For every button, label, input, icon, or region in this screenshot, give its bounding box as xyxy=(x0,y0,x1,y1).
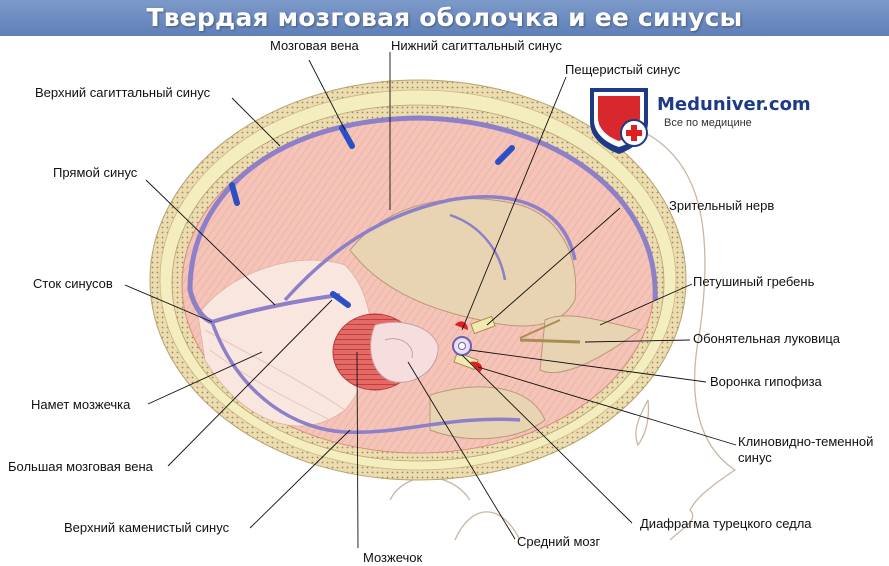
title-bar: Твердая мозговая оболочка и ее синусы xyxy=(0,0,889,36)
diagram-stage: Meduniver.com Все по медицине Мозговая в… xyxy=(0,36,889,566)
label-sphenoparietal-sinus: Клиновидно-теменной синус xyxy=(738,434,874,465)
superior-sagittal-sinus-path xyxy=(187,115,658,325)
label-cerebral-vein: Мозговая вена xyxy=(270,38,359,53)
label-cerebellum: Мозжечок xyxy=(363,550,423,565)
label-diaphragma-sellae: Диафрагма турецкого седла xyxy=(640,516,812,531)
label-crista-galli: Петушиный гребень xyxy=(693,274,815,289)
page-title: Твердая мозговая оболочка и ее синусы xyxy=(146,3,743,32)
label-great-cerebral-vein: Большая мозговая вена xyxy=(8,459,153,474)
logo-name: Meduniver.com xyxy=(657,94,811,115)
label-hypophysis-infundibulum: Воронка гипофиза xyxy=(710,374,822,389)
logo-tagline: Все по медицине xyxy=(664,117,752,129)
meduniver-logo xyxy=(590,88,648,154)
label-tentorium-cerebelli: Намет мозжечка xyxy=(31,397,131,412)
label-superior-sagittal-sinus: Верхний сагиттальный синус xyxy=(35,85,211,100)
dura-mater-illustration xyxy=(124,52,737,549)
label-superior-petrosal-sinus: Верхний каменистый синус xyxy=(64,520,230,535)
label-confluence-of-sinuses: Сток синусов xyxy=(33,276,113,291)
label-inferior-sagittal-sinus: Нижний сагиттальный синус xyxy=(391,38,562,53)
midbrain-shape xyxy=(370,321,439,383)
label-olfactory-bulb: Обонятельная луковица xyxy=(693,331,841,346)
label-cavernous-sinus: Пещеристый синус xyxy=(565,62,681,77)
cerebral-veins xyxy=(229,125,515,308)
label-optic-nerve: Зрительный нерв xyxy=(669,198,775,213)
label-straight-sinus: Прямой синус xyxy=(53,165,138,180)
leader-lines xyxy=(124,52,737,549)
label-midbrain: Средний мозг xyxy=(517,534,601,549)
